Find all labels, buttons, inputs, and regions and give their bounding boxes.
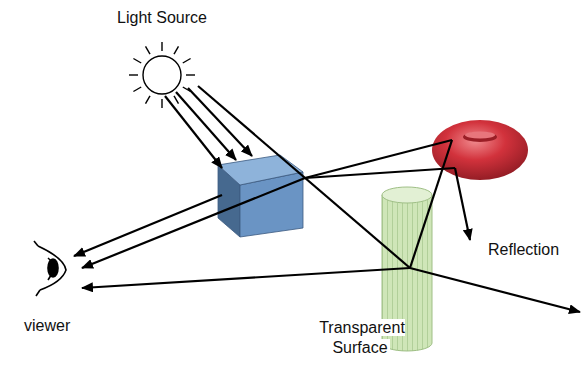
reflection-label: Reflection — [486, 240, 584, 260]
viewer-eye — [34, 241, 66, 296]
reflective-torus — [432, 120, 528, 180]
label-text: Transparent Surface — [317, 319, 405, 356]
label-text: viewer — [22, 317, 72, 334]
light-rays — [74, 86, 580, 312]
label-text: Reflection — [486, 241, 561, 258]
light-source-symbol — [129, 42, 195, 108]
light-source-label: Light Source — [100, 8, 224, 28]
viewer-label: viewer — [22, 316, 102, 336]
transparent-surface-label: Transparent Surface — [306, 318, 416, 358]
label-text: Light Source — [115, 9, 209, 26]
